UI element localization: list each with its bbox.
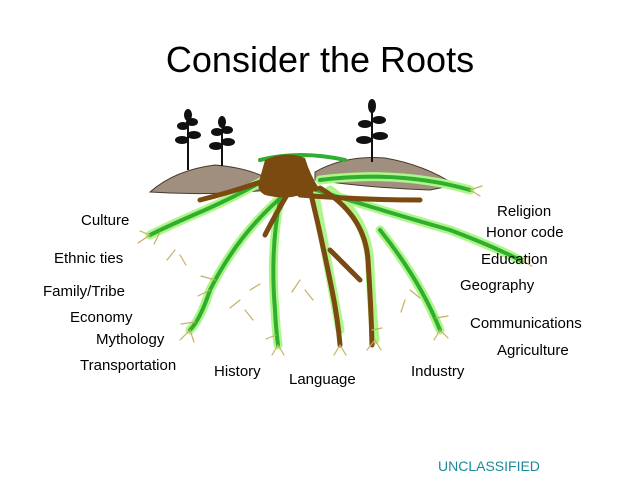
- label-communications: Communications: [470, 315, 582, 332]
- label-history: History: [214, 363, 261, 380]
- label-agriculture: Agriculture: [497, 342, 569, 359]
- seedling-3: [356, 99, 388, 162]
- label-language: Language: [289, 371, 356, 388]
- label-economy: Economy: [70, 309, 133, 326]
- label-family-tribe: Family/Tribe: [43, 283, 125, 300]
- label-religion: Religion: [497, 203, 552, 220]
- seedling-2: [209, 116, 235, 166]
- label-education: Education: [481, 251, 548, 268]
- label-ethnic-ties: Ethnic ties: [54, 250, 124, 267]
- label-transportation: Transportation: [80, 357, 177, 374]
- seedling-1: [175, 109, 201, 170]
- tree-stump: [258, 154, 320, 198]
- label-honor-code: Honor code: [486, 224, 564, 241]
- label-geography: Geography: [460, 277, 535, 294]
- label-industry: Industry: [411, 363, 465, 380]
- label-mythology: Mythology: [96, 331, 165, 348]
- page-title: Consider the Roots: [165, 39, 475, 80]
- label-culture: Culture: [81, 212, 130, 229]
- classification-marking: UNCLASSIFIED: [438, 458, 540, 474]
